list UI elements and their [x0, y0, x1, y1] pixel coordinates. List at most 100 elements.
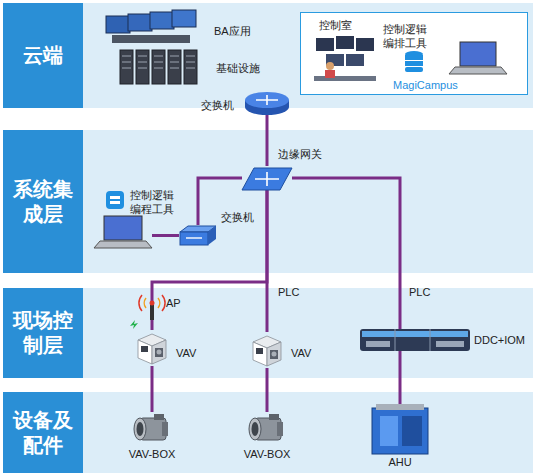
- server-icons-part: [184, 50, 197, 84]
- database-icon-part: [405, 61, 423, 66]
- node-label: 控制室: [319, 19, 352, 33]
- laptop-icon: [449, 42, 507, 74]
- laptop-icon-part: [460, 42, 496, 66]
- laptop-icon-part: [110, 196, 120, 199]
- laptop-icon-part: [110, 201, 120, 204]
- ddc-controller: DDC+IOM: [360, 329, 470, 351]
- node-label: VAV: [291, 347, 311, 361]
- band-label: 系统集成层: [3, 130, 83, 273]
- router-icon-part: [256, 95, 278, 105]
- ap-icon-part: [150, 304, 154, 320]
- laptop-icon-part: [104, 216, 142, 240]
- node-label: 交换机: [201, 99, 234, 113]
- monitor-group: BA应用: [104, 9, 198, 45]
- edge-gateway: 边缘网关: [242, 166, 292, 190]
- ddc-icon-part: [362, 331, 468, 337]
- node-label: AHU: [372, 456, 428, 470]
- network-link: [292, 178, 400, 329]
- monitor-icons-part: [150, 12, 174, 29]
- node-sublabel: 控制逻辑编排工具: [383, 23, 431, 51]
- laptop: 控制逻辑编程工具: [94, 189, 152, 249]
- database-icon: [405, 51, 423, 72]
- ddc-icon-part: [360, 329, 470, 351]
- database-icon-part: [405, 67, 423, 72]
- node-label: VAV: [176, 347, 196, 361]
- ddc-icon: [360, 329, 470, 351]
- ddc-icon-part: [395, 329, 430, 351]
- vav-box: VAV-BOX: [247, 412, 287, 446]
- router-icon-part: [245, 92, 289, 108]
- vav-box: VAV-BOX: [132, 412, 172, 446]
- server-icons-part: [120, 50, 133, 84]
- database-icon-part: [405, 55, 423, 60]
- switch-icon-part: [208, 226, 216, 245]
- ddc-icon-part: [436, 341, 464, 347]
- band-label: 现场控制层: [3, 288, 83, 378]
- monitor-icons-part: [128, 14, 152, 31]
- node-sublabel: MagiCampus: [393, 79, 458, 93]
- network-link: [266, 190, 269, 332]
- ap-icon-part: [139, 295, 165, 311]
- monitor-icons-part: [112, 35, 190, 43]
- ahu-icon: [372, 404, 428, 454]
- ahu-icon-part: [372, 408, 428, 454]
- network-switch: 交换机: [179, 225, 217, 246]
- server-icons-part: [152, 50, 165, 84]
- control-room-icon-part: [316, 38, 334, 51]
- node-label: VAV-BOX: [122, 448, 182, 462]
- laptop-icon-part: [449, 67, 507, 74]
- laptop-icon-part: [106, 191, 124, 209]
- ddc-icon-part: [366, 341, 390, 347]
- server-stripes-part: [122, 56, 195, 68]
- panel-ground: [300, 12, 528, 95]
- vav-controller: VAV: [249, 332, 285, 368]
- switch-icon: [180, 226, 216, 245]
- node-label: 云端: [13, 43, 73, 68]
- ap-icon-part: [144, 298, 160, 308]
- node-label: BA应用: [214, 25, 251, 39]
- router: 交换机: [245, 92, 289, 115]
- server-icons-part: [168, 50, 181, 84]
- router-icon: [245, 92, 289, 115]
- control-room-icon-part: [346, 54, 364, 66]
- network-link: [151, 366, 154, 412]
- air-handling-unit: AHU: [372, 404, 428, 454]
- vav-controller: VAV: [134, 330, 170, 366]
- ap-icon-part: [130, 320, 138, 329]
- ahu-icon-part: [376, 404, 424, 410]
- link-label: PLC: [408, 286, 431, 299]
- ap-icon: [130, 295, 165, 329]
- ahu-icon-part: [380, 416, 398, 446]
- node-label: 控制逻辑编程工具: [130, 189, 178, 217]
- control-room-panel: 控制室 控制逻辑编排工具 MagiCampus: [300, 12, 528, 95]
- control-room-icon: [314, 36, 376, 81]
- server-icons: [120, 50, 197, 84]
- node-label: 系统集成层: [13, 177, 73, 227]
- monitor-icons: [106, 10, 196, 43]
- band-label: 云端: [3, 3, 83, 108]
- switch-icon-part: [180, 232, 208, 245]
- ahu-icon-part: [402, 416, 422, 446]
- vav-icons: [138, 334, 281, 366]
- ap-icon-part: [150, 301, 155, 306]
- node-label: AP: [166, 297, 181, 311]
- laptop-icon-part: [94, 241, 152, 248]
- network-link: [266, 115, 269, 166]
- node-label: 基础设施: [216, 62, 260, 76]
- band-label: 设备及配件: [3, 392, 83, 473]
- access-point: AP: [140, 294, 164, 321]
- server-icons-part: [136, 50, 149, 84]
- link-label: PLC: [277, 286, 300, 299]
- band: [3, 3, 533, 473]
- vav-box-icons: [134, 414, 283, 440]
- gateway-icon-part: [242, 168, 292, 190]
- gateway-icon-part: [255, 172, 279, 186]
- control-room-icon-part: [325, 70, 335, 78]
- gateway-icon: [242, 168, 292, 190]
- network-link: [266, 368, 269, 412]
- node-label: 交换机: [221, 211, 254, 225]
- node-label: DDC+IOM: [474, 334, 525, 348]
- network-link: [152, 234, 179, 237]
- server-stripes: [122, 56, 195, 68]
